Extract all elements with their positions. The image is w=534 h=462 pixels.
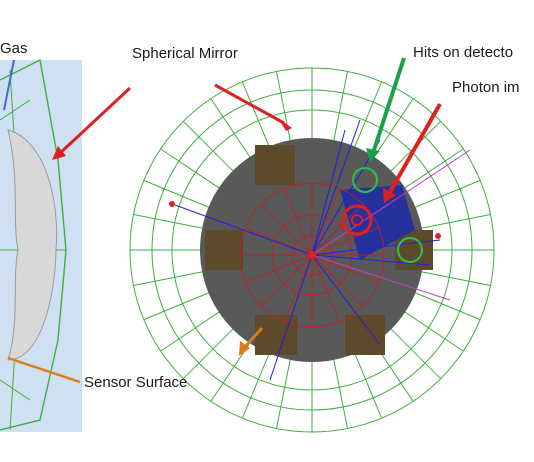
spherical-mirror-frame <box>129 67 495 433</box>
polar-grid <box>239 182 385 328</box>
spherical-mirror-label: Spherical Mirror <box>132 45 238 62</box>
gas-volume-panel <box>0 58 82 432</box>
gas-label: Gas <box>0 40 28 57</box>
sensor-surface-label: Sensor Surface <box>84 374 188 391</box>
photon-label: Photon im <box>452 79 520 96</box>
photon-hit-rings <box>169 167 441 263</box>
hits-on-detector-label: Hits on detecto <box>413 44 514 61</box>
annotation-arrows <box>7 57 442 384</box>
